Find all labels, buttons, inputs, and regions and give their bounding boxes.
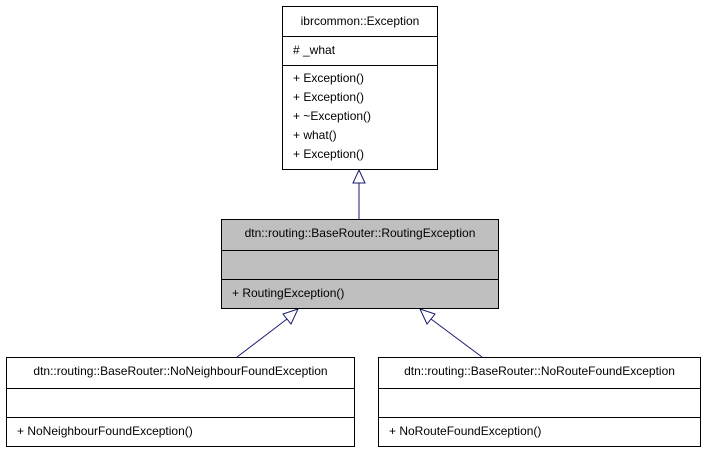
class-name-section: dtn::routing::BaseRouter::RoutingExcepti… xyxy=(222,220,498,250)
methods-section: + Exception() + Exception() + ~Exception… xyxy=(283,65,437,169)
method-item: + RoutingException() xyxy=(232,286,345,300)
class-box-routing-exception[interactable]: dtn::routing::BaseRouter::RoutingExcepti… xyxy=(221,219,499,309)
class-name: ibrcommon::Exception xyxy=(300,14,420,28)
class-name: dtn::routing::BaseRouter::NoNeighbourFou… xyxy=(33,364,328,378)
class-name-section: dtn::routing::BaseRouter::NoNeighbourFou… xyxy=(7,358,354,388)
edge-routing-to-base xyxy=(352,168,366,219)
class-name-section: ibrcommon::Exception xyxy=(283,7,437,36)
method-item: + what() xyxy=(293,128,337,142)
class-name-section: dtn::routing::BaseRouter::NoRouteFoundEx… xyxy=(379,358,700,388)
methods-section: + NoRouteFoundException() xyxy=(379,417,700,446)
method-item: + NoNeighbourFoundException() xyxy=(17,424,193,438)
class-box-no-route-found-exception[interactable]: dtn::routing::BaseRouter::NoRouteFoundEx… xyxy=(378,357,701,447)
attributes-section xyxy=(379,388,700,417)
method-item: + NoRouteFoundException() xyxy=(389,424,542,438)
attributes-section xyxy=(7,388,354,417)
attributes-section: # _what xyxy=(283,36,437,65)
class-name: dtn::routing::BaseRouter::RoutingExcepti… xyxy=(244,226,476,240)
method-item: + ~Exception() xyxy=(293,109,372,123)
methods-section: + RoutingException() xyxy=(222,279,498,308)
class-box-no-neighbour-found-exception[interactable]: dtn::routing::BaseRouter::NoNeighbourFou… xyxy=(6,357,355,447)
methods-section: + NoNeighbourFoundException() xyxy=(7,417,354,446)
method-item: + Exception() xyxy=(293,90,365,104)
method-item: + Exception() xyxy=(293,71,365,85)
attributes-section xyxy=(222,250,498,279)
edge-no-route-to-routing xyxy=(419,308,483,358)
class-name: dtn::routing::BaseRouter::NoRouteFoundEx… xyxy=(404,364,675,378)
class-box-ibrcommon-exception[interactable]: ibrcommon::Exception # _what + Exception… xyxy=(282,6,438,170)
method-item: + Exception() xyxy=(293,147,365,161)
attribute-item: # _what xyxy=(293,43,336,57)
edge-no-neighbour-to-routing xyxy=(236,308,299,358)
